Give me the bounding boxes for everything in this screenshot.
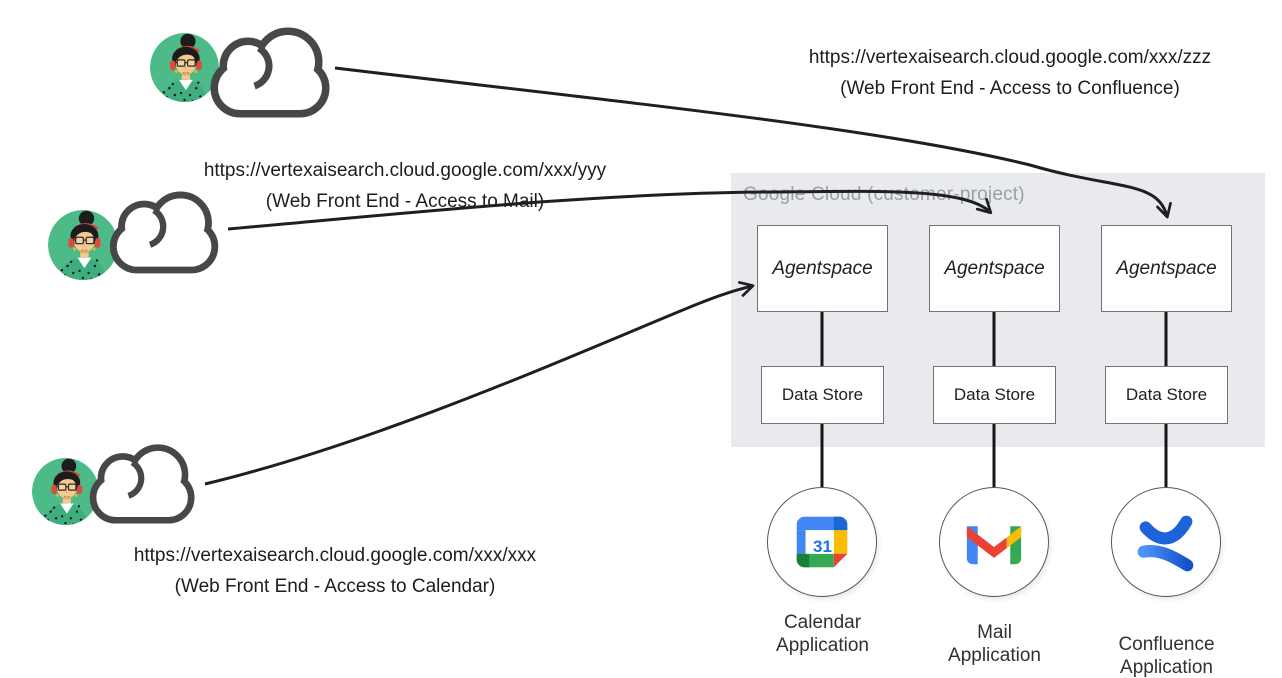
endpoint-confluence: https://vertexaisearch.cloud.google.com/… <box>780 42 1240 104</box>
calendar-app-label: Calendar Application <box>776 612 869 656</box>
endpoint-caption: (Web Front End - Access to Confluence) <box>840 78 1180 99</box>
agentspace-label: Agentspace <box>944 257 1045 279</box>
datastore-box-confluence: Data Store <box>1105 366 1228 424</box>
confluence-app-label: Confluence Application <box>1118 634 1215 678</box>
endpoint-caption: (Web Front End - Access to Calendar) <box>174 576 496 597</box>
arrow-user3-to-agentspace-calendar <box>204 281 755 486</box>
calendar-day-number: 31 <box>813 537 832 556</box>
agentspace-box-mail: Agentspace <box>929 225 1060 312</box>
mail-app-label: Mail Application <box>948 622 1041 666</box>
endpoint-url: https://vertexaisearch.cloud.google.com/… <box>808 47 1212 68</box>
endpoint-url: https://vertexaisearch.cloud.google.com/… <box>203 160 607 181</box>
panel-title: Google Cloud (customer-project) <box>743 184 1025 205</box>
cloud-icon <box>204 26 338 118</box>
endpoint-caption: (Web Front End - Access to Mail) <box>265 191 545 212</box>
google-calendar-icon: 31 <box>793 513 851 571</box>
datastore-label: Data Store <box>953 385 1036 404</box>
gmail-icon <box>965 519 1023 566</box>
datastore-box-calendar: Data Store <box>761 366 884 424</box>
datastore-label: Data Store <box>1125 385 1208 404</box>
datastore-box-mail: Data Store <box>933 366 1056 424</box>
datastore-label: Data Store <box>781 385 864 404</box>
agentspace-box-calendar: Agentspace <box>757 225 888 312</box>
agentspace-box-confluence: Agentspace <box>1101 225 1232 312</box>
endpoint-url: https://vertexaisearch.cloud.google.com/… <box>133 545 537 566</box>
confluence-app-circle <box>1111 487 1221 597</box>
agentspace-label: Agentspace <box>1116 257 1217 279</box>
mail-app-circle <box>939 487 1049 597</box>
endpoint-calendar: https://vertexaisearch.cloud.google.com/… <box>110 540 560 602</box>
cloud-icon <box>84 443 202 524</box>
agentspace-label: Agentspace <box>772 257 873 279</box>
user-group-confluence <box>150 26 340 121</box>
confluence-icon <box>1135 511 1197 573</box>
user-group-calendar <box>32 443 204 533</box>
calendar-app-circle: 31 <box>767 487 877 597</box>
endpoint-mail: https://vertexaisearch.cloud.google.com/… <box>180 155 630 217</box>
